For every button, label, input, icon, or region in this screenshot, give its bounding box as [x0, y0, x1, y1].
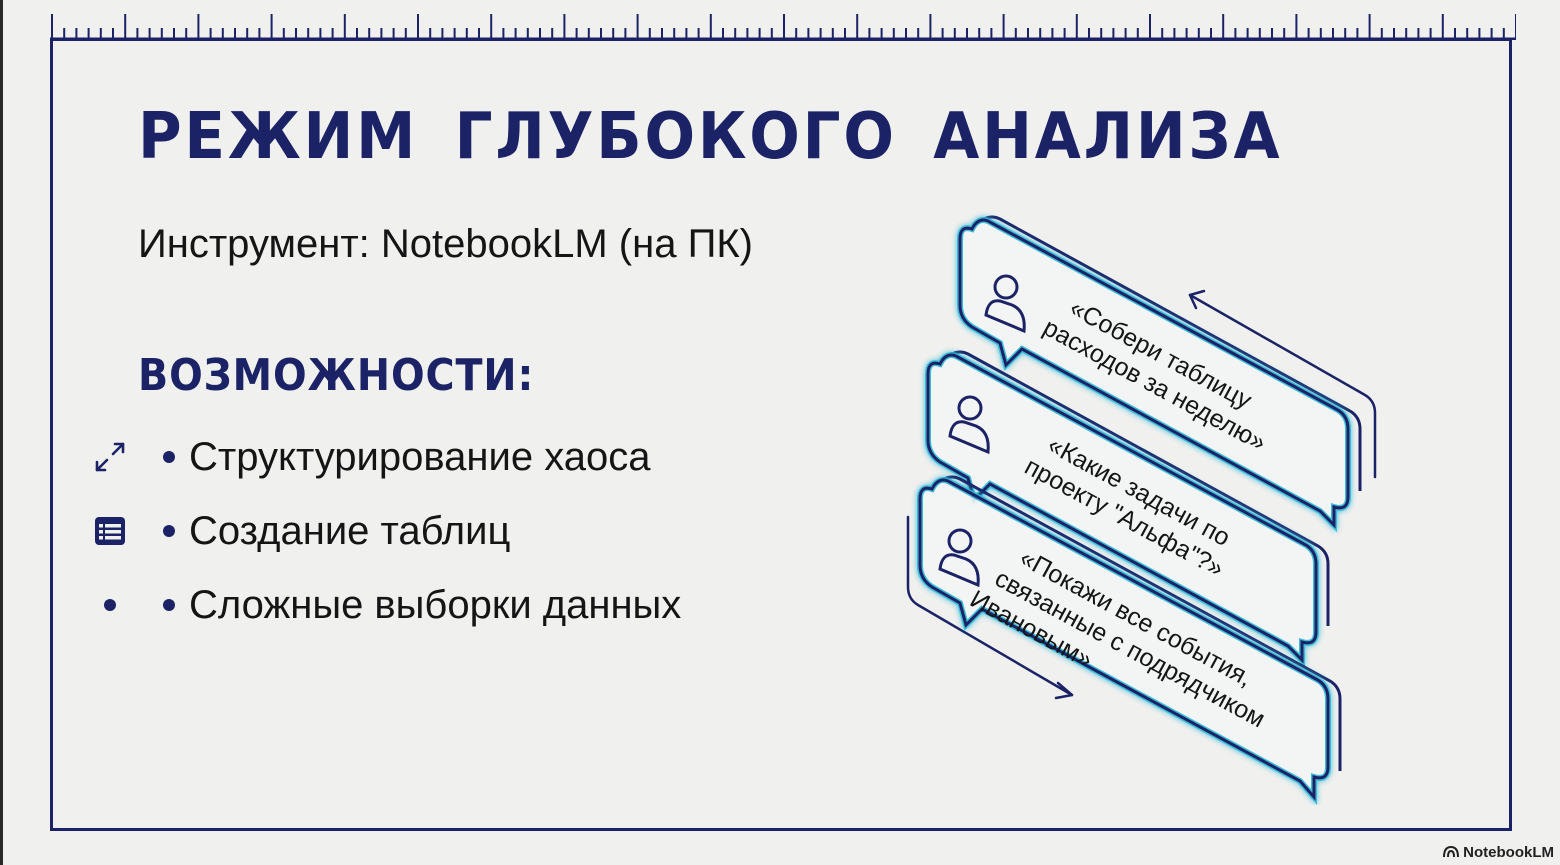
feature-item: Сложные выборки данных [90, 580, 681, 630]
feature-item: Создание таблиц [90, 506, 510, 556]
slide-subtitle: Инструмент: NotebookLM (на ПК) [138, 222, 753, 266]
notebooklm-logo-icon [1443, 844, 1460, 861]
bullet-icon [163, 451, 175, 463]
feature-label: Создание таблиц [189, 508, 511, 553]
user-icon [984, 274, 1026, 334]
flow-arrow-up-icon [1188, 289, 1377, 479]
feature-label: Структурирование хаоса [189, 434, 651, 479]
flow-arrow-down-icon [906, 515, 1074, 700]
dot-icon [90, 585, 130, 625]
bullet-icon [163, 525, 175, 537]
feature-label: Сложные выборки данных [189, 582, 682, 627]
slide-frame [50, 38, 1512, 831]
section-title: ВОЗМОЖНОСТИ: [138, 350, 535, 401]
bullet-icon [163, 599, 175, 611]
user-icon [938, 528, 980, 588]
user-icon [948, 395, 990, 455]
expand-arrows-icon [90, 437, 130, 477]
notebooklm-branding: NotebookLM [1443, 844, 1554, 861]
feature-item: Структурирование хаоса [90, 432, 650, 482]
brand-label: NotebookLM [1463, 844, 1554, 861]
ruler-decoration [50, 14, 1516, 40]
query-bubbles-illustration: «Собери таблицу расходов за неделю» «Как… [906, 215, 1377, 805]
window-edge [0, 0, 3, 865]
slide-title: РЕЖИМ ГЛУБОКОГО АНАЛИЗА [138, 100, 1283, 174]
table-icon [90, 511, 130, 551]
